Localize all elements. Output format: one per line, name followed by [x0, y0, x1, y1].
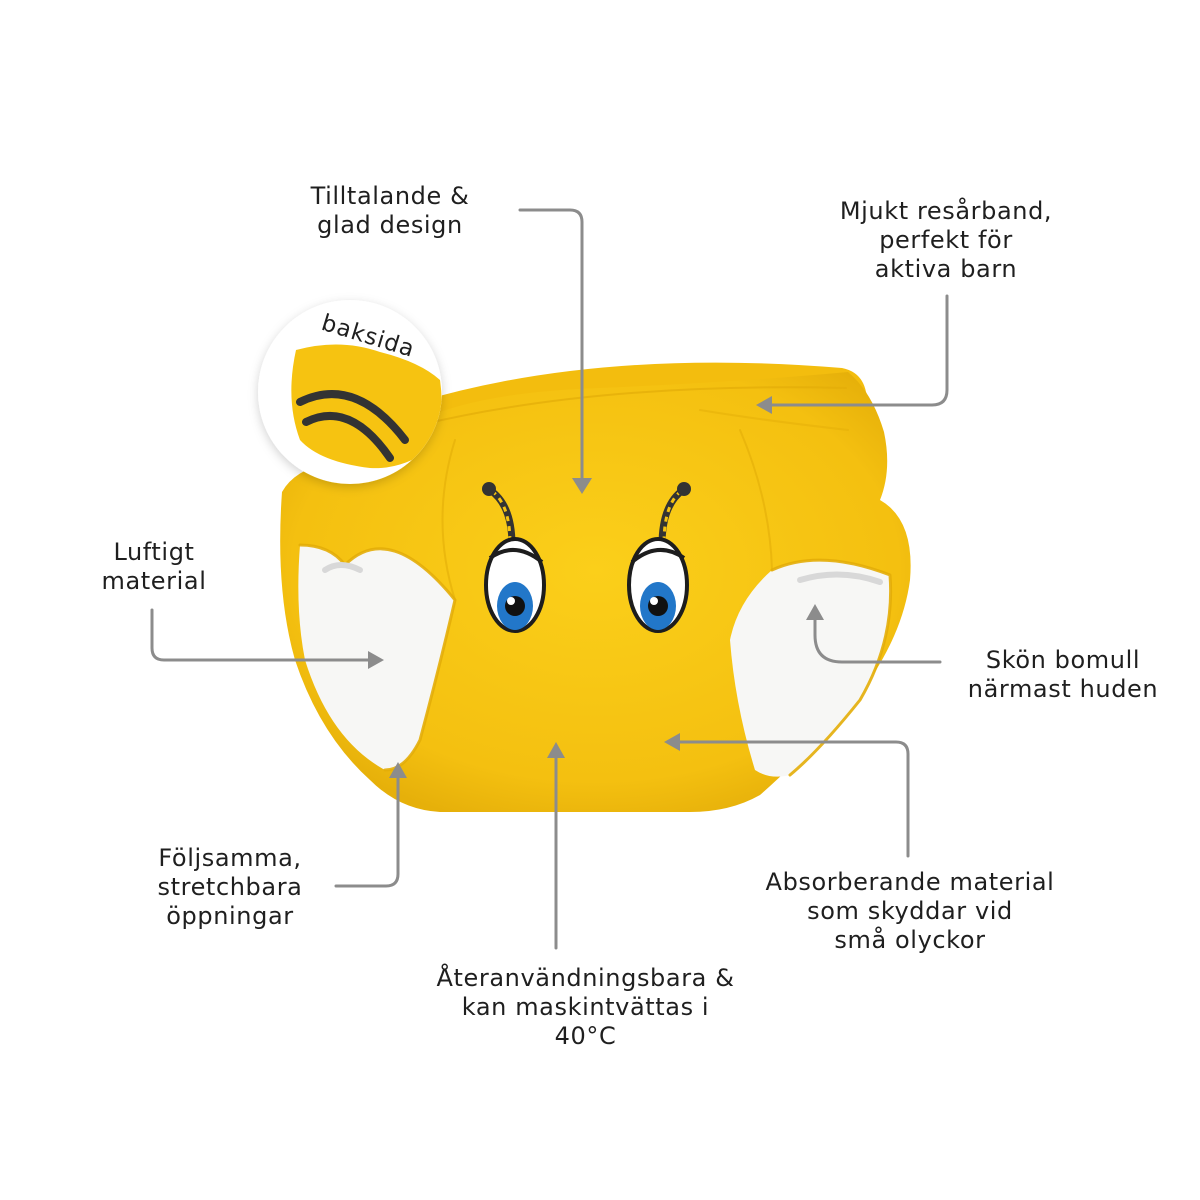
callout-cotton-line-2: närmast huden [967, 675, 1159, 703]
left-antenna-stripes [491, 489, 512, 544]
callout-reusable-line-2: kan maskintvättas i [461, 993, 710, 1021]
callout-airy-line-2: material [101, 567, 207, 595]
right-side-seam [739, 429, 773, 571]
callout-lines [150, 208, 949, 950]
design-arrow [572, 478, 592, 494]
inset-stripe-2 [302, 411, 394, 462]
cotton-arrow [806, 604, 824, 620]
callout-waistband: Mjukt resårband, perfekt för aktiva barn [810, 197, 1082, 284]
callout-cotton-line-1: Skön bomull [985, 646, 1141, 674]
cotton-callout-line [813, 618, 942, 664]
left-lining-seam [322, 562, 363, 573]
right-leg-lining [730, 560, 891, 777]
callout-absorbent-line-1: Absorberande material [765, 868, 1055, 896]
right-antenna-tip [677, 482, 691, 496]
waistband-fold [699, 409, 849, 431]
left-eye-shine [507, 597, 515, 605]
callout-design-line-1: Tilltalande & [310, 182, 470, 210]
callout-waistband-line-3: aktiva barn [874, 255, 1018, 283]
callout-openings: Följsamma, stretchbara öppningar [130, 844, 330, 931]
callout-reusable: Återanvändningsbara & kan maskintvättas … [408, 964, 763, 1051]
airy-callout-line [150, 608, 370, 662]
reusable-arrow [547, 742, 565, 758]
bee-face [482, 482, 691, 633]
callout-openings-line-2: stretchbara [157, 873, 303, 901]
left-antenna-tip [482, 482, 496, 496]
openings-callout-line [334, 776, 400, 888]
absorbent-callout-line [678, 740, 910, 858]
callout-airy: Luftigt material [80, 538, 228, 596]
callout-waistband-line-1: Mjukt resårband, [839, 197, 1053, 225]
callout-absorbent-line-2: som skyddar vid [807, 897, 1013, 925]
waistband-seam [419, 386, 847, 426]
callout-design: Tilltalande & glad design [300, 182, 480, 240]
callout-waistband-line-2: perfekt för [879, 226, 1013, 254]
absorbent-arrow [664, 733, 680, 751]
callout-absorbent-line-3: små olyckor [834, 926, 986, 954]
right-eye-shine [650, 597, 658, 605]
callout-openings-line-1: Följsamma, [158, 844, 302, 872]
callout-airy-line-1: Luftigt [113, 538, 195, 566]
airy-arrow [368, 651, 384, 669]
right-eyelid [630, 548, 686, 564]
back-view-inset [258, 300, 442, 484]
design-callout-line [518, 208, 584, 480]
callout-cotton: Skön bomull närmast huden [945, 646, 1181, 704]
inset-stripe-1 [296, 390, 409, 444]
openings-arrow [389, 762, 407, 778]
waistband-callout-line [770, 294, 949, 407]
right-lining-seam [797, 571, 883, 585]
left-side-seam [441, 439, 456, 601]
callout-design-line-2: glad design [317, 211, 463, 239]
callout-reusable-line-1: Återanvändningsbara & [436, 964, 735, 992]
callout-absorbent: Absorberande material som skyddar vid sm… [740, 868, 1080, 955]
right-antenna-stripes [662, 489, 683, 544]
waistband-arrow [756, 396, 772, 414]
callout-reusable-line-3: 40°C [554, 1022, 617, 1050]
left-eyelid [488, 548, 544, 564]
callout-openings-line-3: öppningar [166, 902, 294, 930]
